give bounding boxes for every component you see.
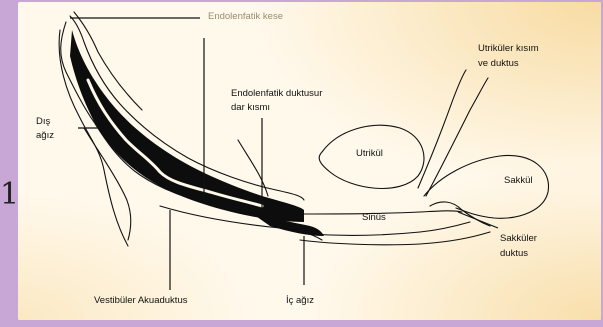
label-sakkul: Sakkül — [504, 175, 533, 187]
saccular-duct — [430, 202, 490, 226]
label-sinus: Sinüs — [362, 212, 386, 224]
label-dis-agiz-1: Dış — [36, 116, 50, 128]
leader-sakkuler — [458, 212, 498, 228]
label-endolenfatik-duktus-1: Endolenfatik duktusur — [231, 88, 322, 100]
utricular-duct-2 — [426, 78, 488, 196]
slide-number: 1 — [0, 180, 19, 210]
sinus-lower — [310, 222, 470, 235]
label-sakkuler-1: Sakküler — [500, 233, 537, 245]
utricular-duct-1 — [418, 70, 466, 188]
label-utrikul: Utrikül — [356, 148, 383, 160]
label-utrikuler-1: Utriküler kısım — [478, 43, 539, 55]
label-dis-agiz-2: ağız — [36, 130, 54, 142]
label-sakkuler-2: duktus — [500, 248, 528, 260]
label-vestibuler-akuaduktus: Vestibüler Akuaduktus — [94, 295, 187, 307]
endolymphatic-sac-fill — [70, 30, 304, 222]
label-ic-agiz: İç ağız — [286, 295, 314, 307]
label-endolenfatik-kese: Endolenfatik kese — [208, 11, 283, 23]
label-endolenfatik-duktus-2: dar kısmı — [231, 102, 270, 114]
label-utrikuler-2: ve duktus — [478, 58, 519, 70]
